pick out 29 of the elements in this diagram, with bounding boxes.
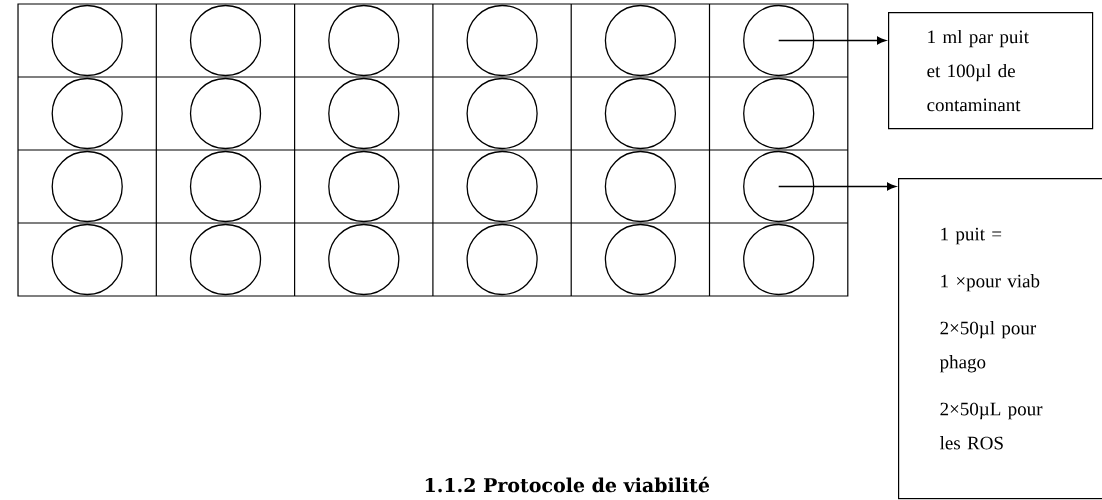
well-circle bbox=[466, 4, 538, 77]
well-circle bbox=[51, 77, 123, 150]
well-circle bbox=[189, 77, 262, 150]
well-circle bbox=[604, 4, 677, 77]
note-box: 1 puit = 1 ×pour viab 2×50µl pour phago 2×50µL pour les ROS bbox=[898, 178, 1102, 500]
well-circle bbox=[328, 223, 400, 296]
well-circle bbox=[743, 77, 815, 150]
well-circle bbox=[743, 150, 815, 223]
well-circle bbox=[189, 150, 262, 223]
well-circle bbox=[328, 77, 400, 150]
note-box: 1 ml par puit et 100µl de contaminant bbox=[888, 12, 1094, 130]
well-circle bbox=[743, 4, 815, 77]
well-circle bbox=[466, 223, 538, 296]
well-circle bbox=[604, 223, 677, 296]
well-circle bbox=[51, 4, 123, 77]
well-circle bbox=[51, 223, 123, 296]
section-heading: 1.1.2 Protocole de viabilité bbox=[425, 476, 710, 493]
well-circle bbox=[604, 77, 677, 150]
well-circle bbox=[328, 150, 400, 223]
well-circle bbox=[51, 150, 123, 223]
well-circle bbox=[604, 150, 677, 223]
well-circle bbox=[466, 77, 538, 150]
well-circle bbox=[743, 223, 815, 296]
well-circle bbox=[328, 4, 400, 77]
well-circle bbox=[189, 223, 262, 296]
well-circle bbox=[189, 4, 262, 77]
arrow bbox=[777, 182, 896, 191]
well-circle bbox=[466, 150, 538, 223]
arrow bbox=[777, 36, 886, 45]
